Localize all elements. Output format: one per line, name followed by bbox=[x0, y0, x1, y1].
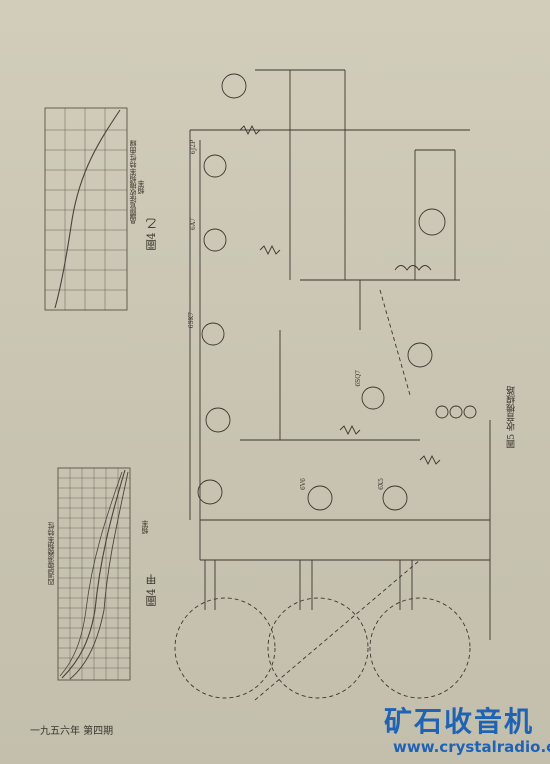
tube-label: 6A7 bbox=[190, 218, 197, 230]
figure-4a-caption: 圖4 甲 bbox=[145, 574, 158, 607]
footer-issue: 一九五六年 第四期 bbox=[30, 726, 114, 737]
figure-4b-caption: 圖4 乙 bbox=[145, 218, 158, 251]
figure-4a-axis-title: 四週振蕩器頻率特性 bbox=[47, 522, 55, 585]
tube-label: 6V6 bbox=[300, 478, 307, 490]
watermark-url: www.crystalradio.cn bbox=[393, 738, 550, 756]
figure-5-caption: 圖5 收音機線路 bbox=[507, 386, 517, 449]
tube-label: 6X5 bbox=[378, 478, 385, 490]
watermark-logo: 矿石收音机 bbox=[384, 705, 535, 738]
tube-label: 6J2P bbox=[190, 140, 197, 155]
figure-4b-x-label: 頻率 bbox=[137, 180, 145, 194]
tube-label: 6SK7 bbox=[188, 312, 195, 329]
figure-4a-x-label: 頻率 bbox=[141, 520, 149, 534]
tube-label: 6SQ7 bbox=[355, 370, 362, 387]
